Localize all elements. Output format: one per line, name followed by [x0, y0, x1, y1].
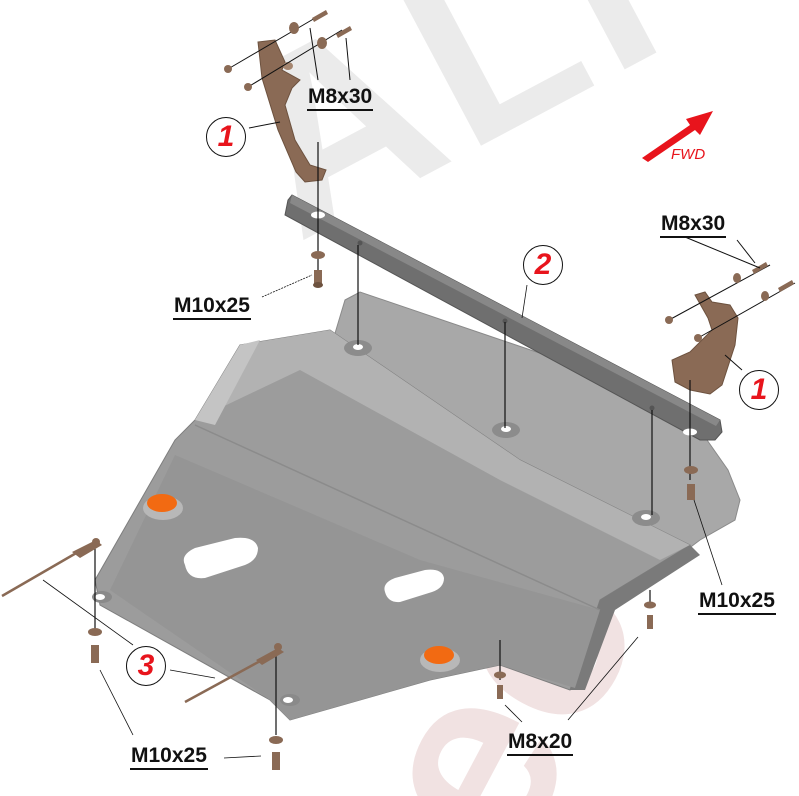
fastener-label-m10x25-bottom: M10x25: [130, 745, 208, 770]
fwd-label: FWD: [671, 146, 706, 163]
callout-part-3: 3: [126, 646, 166, 686]
cage-nut-wires: [1, 538, 284, 704]
bolt-m10x25-left: [261, 251, 325, 298]
callout-part-2: 2: [523, 245, 563, 285]
skid-plate: [92, 291, 741, 721]
rubber-plug: [420, 646, 460, 672]
bolts-m10x25-bottom: [88, 628, 283, 770]
bracket-right: [671, 291, 739, 395]
bolt-set-right: [665, 236, 796, 371]
bolts-m8x20: [494, 601, 656, 723]
fastener-label-m8x30-top-left: M8x30: [307, 86, 374, 111]
fastener-label-m8x30-right: M8x30: [660, 213, 727, 238]
assembly-lines: [94, 142, 691, 735]
bolt-set-top-left: [224, 10, 352, 129]
cross-bar: [284, 194, 723, 441]
fastener-label-m10x25-left: M10x25: [173, 295, 251, 320]
rubber-plug: [143, 494, 183, 520]
callout-part-1-right: 1: [739, 370, 779, 410]
callout-part-1-left: 1: [206, 117, 246, 157]
fastener-label-m8x20: M8x20: [507, 731, 574, 756]
bolt-m10x25-right: [684, 466, 723, 586]
fastener-label-m10x25-right: M10x25: [698, 590, 776, 615]
bracket-left: [257, 39, 327, 183]
forward-arrow-icon: [642, 111, 713, 162]
